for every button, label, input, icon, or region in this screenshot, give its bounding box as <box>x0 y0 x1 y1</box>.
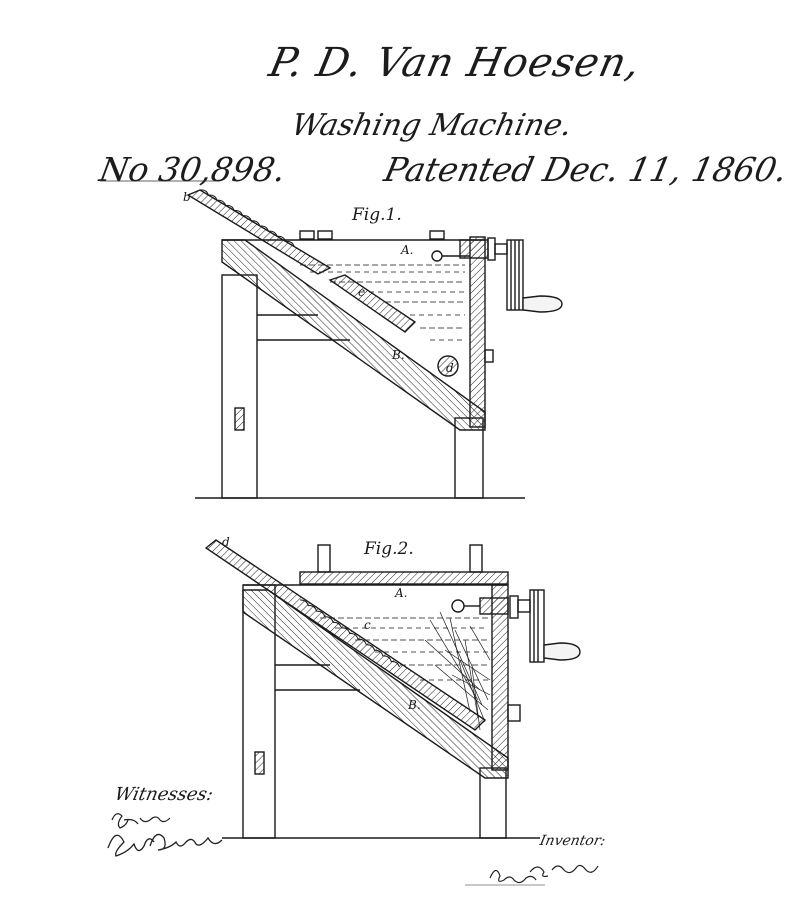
fig2-part-c: c <box>364 618 371 632</box>
patent-drawing <box>100 180 599 886</box>
figure-2-label: Fig.2. <box>364 539 414 559</box>
fig1-part-b: b <box>183 190 191 204</box>
fig2-part-a: A. <box>395 586 408 600</box>
witness-signature-1 <box>111 813 171 829</box>
figure-1-drawing <box>186 189 563 499</box>
witness-signature-2 <box>107 833 223 857</box>
figure-2-drawing <box>204 539 581 839</box>
fig2-part-d: d <box>222 535 230 549</box>
figure-1-label: Fig.1. <box>352 205 402 225</box>
fig1-part-a: A. <box>401 243 414 257</box>
inventor-signature <box>465 864 599 886</box>
